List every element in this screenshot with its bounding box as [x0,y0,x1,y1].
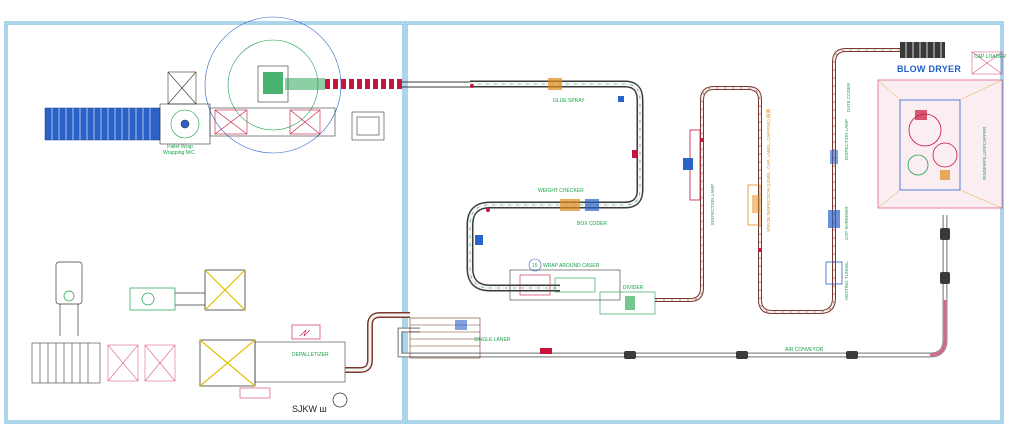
single-laner-label: SINGLE LANER [474,337,511,343]
divider-unit [599,291,656,315]
pallet-infeed-conveyor [44,107,161,141]
empty-pallet-stack [31,342,101,384]
case-conveyor-top [285,78,470,90]
pallet-wrapping-machine [159,71,211,145]
pallet-infeed-positions [107,344,176,382]
wrapping-mc-label: Wrapping M/C [163,150,195,156]
inspection-lamp-right-label: INSPECTION LAMP [844,119,849,160]
wrap-around-caser-number: 15 [532,263,538,269]
cap-shrinker-label: CAP SHRINKER [844,206,849,240]
bottle-conveyor-equipment [683,129,843,285]
rinser-filler-capper-room [877,79,1003,209]
single-laner [409,317,552,359]
case-conveyor-snake [466,80,644,292]
date-coder-label: DATE CODER [846,82,851,112]
air-conveyor-fans [624,228,950,359]
inspection-lamp-left-label: INSPECTION LAMP [710,184,715,225]
depalletizer-label: DEPALLETIZER [292,352,329,358]
rinser-filler-capper-label: RINSER/FILLER/CAPPER [982,126,987,180]
blow-dryer-unit [900,42,945,58]
blow-dryer-label: BLOW DRYER [897,64,961,74]
glue-spray-label: GLUE SPRAY [553,98,585,104]
cap-loader-unit [971,51,1003,75]
weight-checker-label: WEIGHT CHECKER [538,188,584,194]
air-conveyor-label: AIR CONVEYOR [785,347,824,353]
cap-loader-label: CAP LOADER [974,54,1007,60]
forklift-stations [55,261,205,336]
depalletizer-machine [199,269,348,408]
drawing-frame [4,21,1004,424]
palletizing-conveyors [209,65,385,141]
pallet-wrap-label: Pallet Wrap [167,144,193,150]
wrap-around-caser [509,258,621,301]
wrap-around-caser-label: WRAP AROUND CASER [543,263,600,269]
snake-conveyor-accents [470,78,638,245]
box-coder-label: BOX CODER [577,221,607,227]
vision-inspection-label: VISION INSPECTION (LEVEL, CAP, LABEL, CA… [765,109,772,232]
divider-label: DIVIDER [623,285,644,291]
mirror-text: SJKW ш [292,404,327,414]
heating-tunnel-label: HEATING TUNNEL [844,261,849,300]
bottle-conveyor-snake [655,48,905,314]
